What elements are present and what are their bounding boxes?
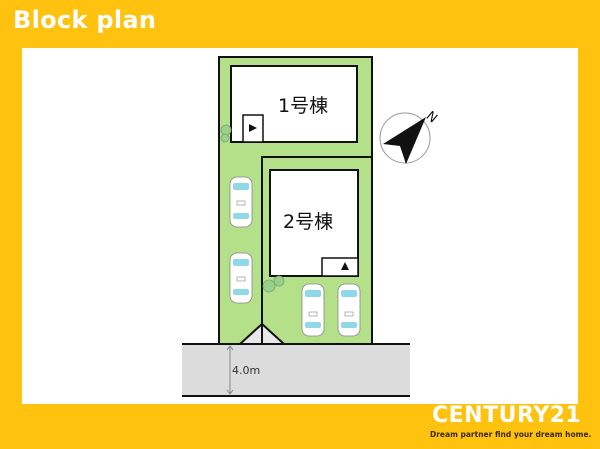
brand-tab — [405, 404, 600, 449]
page-title: Block plan — [13, 6, 157, 34]
title-tab — [0, 0, 190, 48]
road-width-label: 4.0m — [232, 364, 260, 377]
entrance-marker — [237, 322, 287, 345]
lot-1-label: 1号棟 — [278, 95, 328, 117]
north-arrow-icon: N — [379, 109, 440, 164]
lot-1 — [218, 56, 373, 345]
lot-2-label: 2号棟 — [283, 211, 333, 233]
brand-tagline: Dream partner find your dream home. — [430, 430, 592, 439]
road — [182, 343, 410, 397]
parking-cars — [229, 176, 361, 337]
brand-logo: CENTURY21 — [432, 403, 582, 428]
